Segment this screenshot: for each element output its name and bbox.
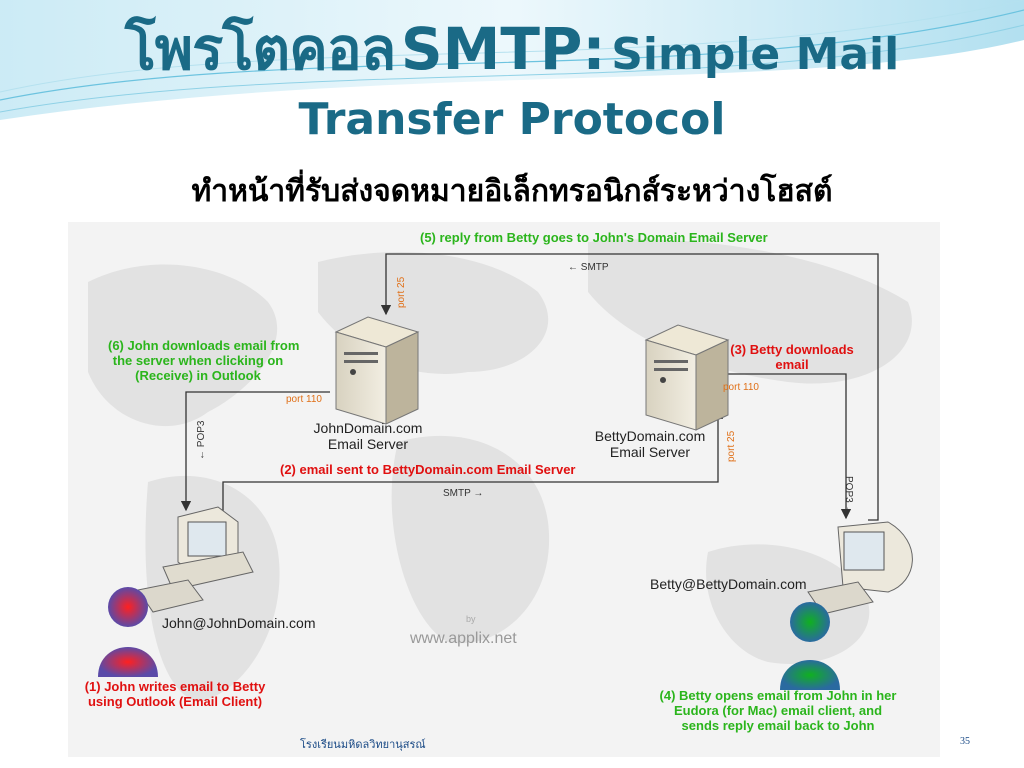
step4-line1: (4) Betty opens email from John in her — [659, 688, 897, 703]
john-computer-icon — [137, 506, 254, 613]
john-server-label: JohnDomain.com Email Server — [303, 420, 433, 452]
pop3-right-label: POP3 → — [843, 476, 854, 516]
step6-line3: (Receive) in Outlook — [135, 368, 261, 383]
step5-label: (5) reply from Betty goes to John's Doma… — [420, 230, 768, 245]
step2-label: (2) email sent to BettyDomain.com Email … — [280, 462, 576, 477]
footer-school: โรงเรียนมหิดลวิทยานุสรณ์ — [300, 738, 426, 751]
port25-john: port 25 — [396, 276, 407, 308]
smtp-diagram: (5) reply from Betty goes to John's Doma… — [68, 222, 940, 757]
step3-line2: email — [775, 357, 809, 372]
john-person-icon — [98, 587, 158, 677]
step3-label: (3) Betty downloads email — [722, 342, 862, 372]
step4-line3: sends reply email back to John — [681, 718, 875, 733]
step1-label: (1) John writes email to Betty using Out… — [70, 679, 280, 709]
header-swoosh — [0, 0, 1024, 120]
john-address: John@JohnDomain.com — [162, 615, 316, 631]
betty-server-name: BettyDomain.com — [594, 428, 706, 444]
title-smtp: SMTP: — [400, 15, 606, 83]
step4-label: (4) Betty opens email from John in her E… — [638, 688, 918, 733]
connection-lines — [180, 253, 879, 522]
title-english-1: Simple Mail — [611, 29, 900, 80]
step1-line1: (1) John writes email to Betty — [84, 679, 266, 694]
john-server-type: Email Server — [327, 436, 409, 452]
betty-person-icon — [780, 602, 840, 690]
step6-line1: (6) John downloads email from — [108, 338, 300, 353]
john-server-name: JohnDomain.com — [313, 420, 423, 436]
title-thai: โพรโตคอล — [124, 15, 397, 83]
port110-betty: port 110 — [723, 382, 759, 393]
watermark-by: by — [466, 614, 476, 624]
step6-label: (6) John downloads email from the server… — [108, 338, 300, 383]
smtp-bottom-label: SMTP → — [443, 488, 484, 499]
step1-line2: using Outlook (Email Client) — [87, 694, 263, 709]
betty-address: Betty@BettyDomain.com — [650, 576, 807, 592]
step4-line2: Eudora (for Mac) email client, and — [673, 703, 883, 718]
betty-server-icon — [644, 324, 730, 431]
slide-subtitle: ทำหน้าที่รับส่งจดหมายอิเล็กทรอนิกส์ระหว่… — [191, 174, 833, 209]
page-number: 35 — [960, 736, 970, 747]
port110-john: port 110 — [286, 394, 322, 405]
pop3-left-label: ← POP3 — [196, 420, 207, 460]
john-server-icon — [334, 316, 420, 425]
betty-server-label: BettyDomain.com Email Server — [580, 428, 720, 460]
step3-line1: (3) Betty downloads — [730, 342, 854, 357]
port25-betty: port 25 — [726, 430, 737, 462]
title-english-2: Transfer Protocol — [298, 94, 726, 145]
betty-server-type: Email Server — [609, 444, 691, 460]
world-map-background — [88, 239, 912, 702]
step6-line2: the server when clicking on — [112, 353, 284, 368]
slide-title: โพรโตคอล SMTP: Simple Mail — [0, 2, 1024, 95]
watermark: www.applix.net — [410, 630, 517, 647]
diagram-graphics — [88, 239, 913, 702]
smtp-top-label: ← SMTP — [568, 262, 609, 273]
